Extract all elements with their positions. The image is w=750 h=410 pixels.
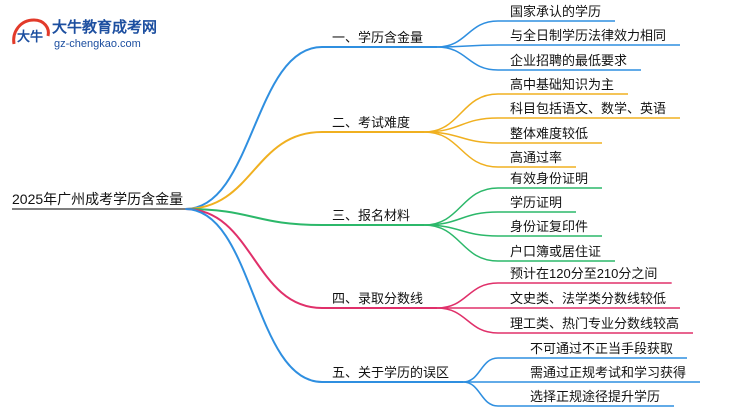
leaf-node: 高中基础知识为主 [510,77,614,92]
leaf-node: 不可通过不正当手段获取 [530,341,673,356]
leaf-node: 高通过率 [510,150,562,165]
branch-connector [185,46,323,210]
leaf-connector [436,46,499,71]
branch-node: 五、关于学历的误区 [332,365,449,380]
leaf-connector [462,357,499,383]
leaf-node: 理工类、热门专业分数线较高 [510,316,679,331]
leaf-connector [423,93,499,133]
logo-url: gz-chengkao.com [54,38,141,50]
leaf-node: 文史类、法学类分数线较低 [510,291,666,306]
leaf-node: 预计在120分至210分之间 [510,266,657,281]
leaf-connector [462,381,499,407]
leaf-node: 选择正规途径提升学历 [530,389,660,404]
leaf-node: 整体难度较低 [510,126,588,141]
branch-node: 一、学历含金量 [332,30,423,45]
mind-map-nodes: 2025年广州成考学历含金量 一、学历含金量 国家承认的学历与全日制学历法律效力相同… [12,4,686,404]
logo-title: 大牛教育成考网 [52,19,158,36]
logo-mark-icon: 大牛 [12,18,50,45]
leaf-connector [423,187,499,226]
branch-connector [185,208,323,383]
leaf-node: 有效身份证明 [510,171,588,186]
branch-node: 二、考试难度 [332,115,410,130]
leaf-node: 学历证明 [510,195,562,210]
leaf-node: 国家承认的学历 [510,4,601,19]
leaf-node: 户口簿或居住证 [510,244,601,259]
leaf-connector [423,131,499,168]
leaf-node: 身份证复印件 [510,219,588,234]
leaf-node: 与全日制学历法律效力相同 [510,28,666,43]
branch-node: 四、录取分数线 [332,291,423,306]
leaf-node: 科目包括语文、数学、英语 [510,101,666,116]
leaf-node: 需通过正规考试和学习获得 [530,365,686,380]
root-node: 2025年广州成考学历含金量 [12,191,183,207]
leaf-connector [436,282,499,309]
leaf-node: 企业招聘的最低要求 [510,53,627,68]
logo-mark-text: 大牛 [17,29,43,44]
leaf-connector [423,224,499,262]
leaf-connector [436,307,499,334]
branch-connector [185,208,323,226]
mind-map-edges [12,20,700,407]
leaf-connector [436,20,499,48]
branch-connector [185,131,323,210]
branch-connector [185,208,323,309]
site-logo: 大牛 大牛教育成考网 gz-chengkao.com [8,14,176,56]
branch-node: 三、报名材料 [332,208,410,223]
